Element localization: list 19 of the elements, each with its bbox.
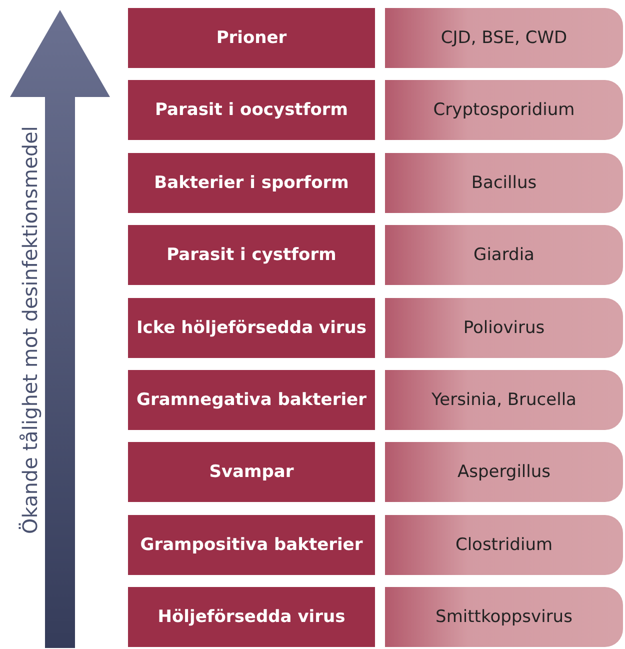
category-box: Icke höljeförsedda virus bbox=[128, 298, 375, 358]
category-box: Svampar bbox=[128, 442, 375, 502]
example-box: Bacillus bbox=[385, 152, 623, 213]
example-box: Clostridium bbox=[385, 514, 623, 575]
category-box: Grampositiva bakterier bbox=[128, 514, 375, 575]
category-box: Gramnegativa bakterier bbox=[128, 370, 375, 430]
example-box: Cryptosporidium bbox=[385, 80, 623, 140]
category-box: Höljeförsedda virus bbox=[128, 587, 375, 648]
example-box: Giardia bbox=[385, 225, 623, 286]
example-box: Smittkoppsvirus bbox=[385, 587, 623, 648]
example-box: Aspergillus bbox=[385, 442, 623, 502]
example-box: CJD, BSE, CWD bbox=[385, 8, 623, 68]
example-box: Yersinia, Brucella bbox=[385, 370, 623, 430]
category-box: Parasit i cystform bbox=[128, 225, 375, 286]
example-box: Poliovirus bbox=[385, 298, 623, 358]
category-box: Bakterier i sporform bbox=[128, 152, 375, 213]
category-box: Prioner bbox=[128, 8, 375, 68]
category-box: Parasit i oocystform bbox=[128, 80, 375, 140]
axis-label: Ökande tålighet mot desinfektionsmedel bbox=[18, 125, 42, 536]
